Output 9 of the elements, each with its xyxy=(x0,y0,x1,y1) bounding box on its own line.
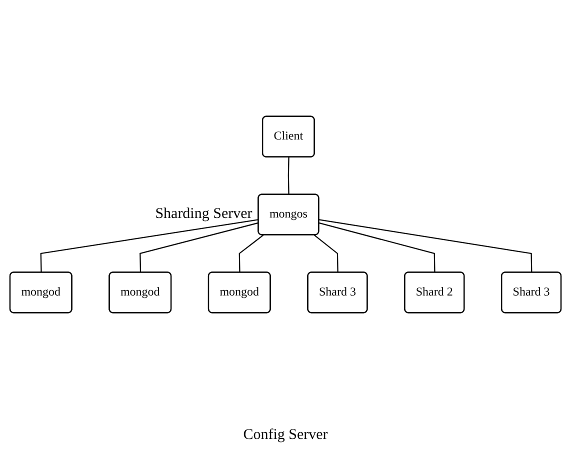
connector xyxy=(318,222,436,273)
server-caption: Sharding Server xyxy=(155,206,252,223)
connector xyxy=(314,234,338,273)
connector xyxy=(238,234,264,273)
connector xyxy=(318,219,532,273)
connector xyxy=(40,219,259,273)
connector xyxy=(288,157,290,195)
connector xyxy=(140,222,259,273)
server-caption: Config Server xyxy=(243,427,328,444)
